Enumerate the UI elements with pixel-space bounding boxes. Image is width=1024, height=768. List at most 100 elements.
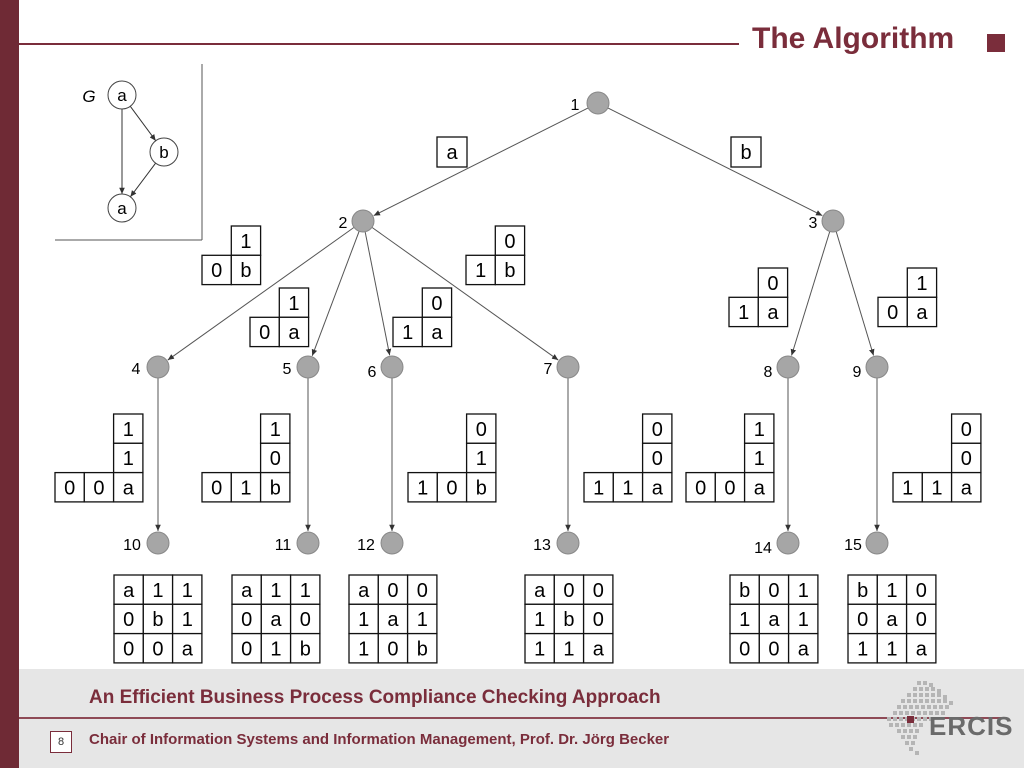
matrix-cell [494,254,526,286]
matrix-cell-text: 1 [563,638,574,660]
logo-dot [939,705,943,709]
matrix-cell-text: 0 [724,477,735,499]
matrix-cell [142,603,174,635]
matrix-cell-text: 1 [534,609,545,631]
logo-dot [931,693,935,697]
graph-g-node-label: a [117,199,127,218]
matrix-cell-text: b [417,638,428,660]
tree-node-label: 5 [283,361,292,378]
matrix-cell [950,471,982,503]
matrix-cell-text: 0 [563,580,574,602]
logo-dot [949,701,953,705]
matrix-cell [892,471,923,503]
tree-edge [371,226,559,361]
logo-dot [919,723,923,727]
matrix-cell [553,632,585,664]
logo-dot [937,693,941,697]
graph-g-edge [129,162,157,198]
matrix-cell [259,471,291,503]
logo-dot [905,741,909,745]
matrix-cell-text: 0 [961,419,972,441]
matrix-cell [906,267,938,298]
matrix-cell-text: 0 [417,580,428,602]
matrix-cell-text: a [123,477,135,499]
tree-node [380,531,404,555]
matrix-cell-text: b [739,580,750,602]
matrix-cell-text: 0 [123,609,134,631]
matrix-cell-text: 1 [358,638,369,660]
footer-subtitle: Chair of Information Systems and Informa… [89,731,670,748]
matrix-cell-text: 1 [754,419,765,441]
matrix-cell-text: 0 [739,638,750,660]
logo-dot [889,723,893,727]
matrix-cell-text: 0 [431,293,442,315]
matrix-cell-text: 0 [387,638,398,660]
matrix-cell-text: 0 [152,638,163,660]
matrix-cell-text: 1 [152,580,163,602]
tree-edge [790,231,831,356]
matrix-cell [905,632,937,664]
matrix-cell-text: 0 [93,477,104,499]
matrix-cell-text: 0 [652,419,663,441]
matrix-cell-text: b [740,142,751,164]
graph-g-node [107,193,137,223]
graph-g-node-label: b [159,143,168,162]
matrix-cell [289,603,321,635]
logo-dot [897,705,901,709]
tree-node [776,355,800,379]
matrix-cell-text: 0 [300,609,311,631]
logo-dot [923,681,927,685]
logo-dot [943,699,947,703]
matrix-cell [406,603,438,635]
matrix-cell-text: a [431,322,443,344]
logo-dot [897,729,901,733]
matrix-cell [743,413,775,444]
matrix-cell-text: 1 [270,638,281,660]
matrix-cell [743,471,775,503]
graph-g-node [107,80,137,110]
logo-dot [903,705,907,709]
matrix-cell [757,296,789,328]
matrix-cell [230,254,262,286]
logo-dot [941,711,945,715]
logo-dot [901,735,905,739]
matrix-cell [260,632,292,664]
matrix-cell [171,632,203,664]
tree-node-label: 1 [571,97,580,114]
logo-dot [923,711,927,715]
logo-dot [899,711,903,715]
matrix-cell-text: 0 [887,302,898,324]
slide-title: The Algorithm [752,22,955,55]
matrix-cell-text: 1 [798,609,809,631]
matrix-cell-text: 0 [241,609,252,631]
graph-g-edge [129,105,157,142]
matrix-cell-text: 0 [64,477,75,499]
matrix-cell [465,471,497,503]
matrix-cell-text: a [446,142,458,164]
matrix-cell [787,603,819,635]
logo-dot [905,711,909,715]
logo-dot [945,705,949,709]
matrix-cell-text: a [288,322,300,344]
matrix-cell [231,632,262,664]
matrix-cell-text: 1 [622,477,633,499]
logo-dot [901,699,905,703]
matrix-cell [582,632,614,664]
logo-dot [913,723,917,727]
matrix-cell [112,471,144,503]
matrix-cell-text: b [563,609,574,631]
matrix-cell-text: 1 [123,448,134,470]
matrix-cell-text: 0 [504,231,515,253]
matrix-cell-text: b [240,260,251,282]
tree-node-label: 7 [544,361,553,378]
logo-dot [937,699,941,703]
matrix-cell-text: a [182,638,194,660]
tree-node [821,209,845,233]
matrix-cell [877,296,908,328]
matrix-cell-text: 1 [288,293,299,315]
matrix-cell-text: a [534,580,546,602]
matrix-cell-text: b [300,638,311,660]
